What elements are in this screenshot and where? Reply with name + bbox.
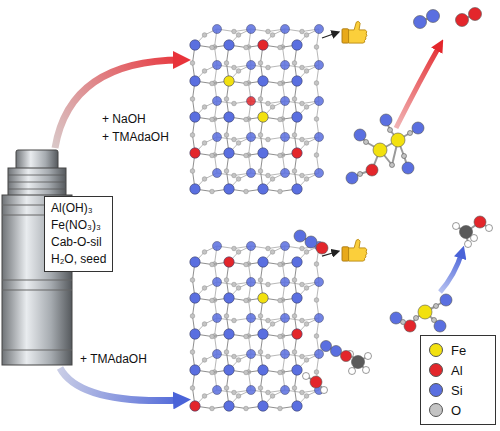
legend-text: Si [451, 383, 463, 398]
legend-text: Fe [451, 343, 466, 358]
legend-text: O [451, 403, 461, 418]
methanol-molecule [453, 216, 493, 248]
reagent-text: Cab-O-sil [51, 234, 106, 251]
legend-swatch [429, 403, 443, 417]
legend-swatch [429, 363, 443, 377]
n2-molecule [414, 10, 440, 29]
legend-text: Al [451, 363, 463, 378]
reagent-label: + TMAdaOH [80, 352, 147, 366]
zeolite-framework [190, 242, 324, 412]
zeolite-framework [190, 25, 324, 195]
pointer-arrow [322, 33, 336, 38]
o2-molecule [456, 8, 482, 27]
n2o-molecule [321, 341, 352, 362]
legend-entry: Si [429, 380, 487, 400]
synthesis-arrow [60, 368, 182, 401]
synthesis-arrow [55, 60, 182, 148]
reaction-arrow [440, 252, 462, 292]
thumbs-up-icon [342, 239, 367, 261]
reagent-text: Fe(NO₃)₃ [51, 217, 106, 234]
n2o-molecule [294, 230, 328, 254]
legend-swatch [429, 383, 443, 397]
legend-entry: Fe [429, 340, 487, 360]
active-site [346, 114, 424, 184]
reagent-label: + TMAdaOH [102, 130, 169, 144]
reagent-text: Al(OH)₃ [51, 200, 106, 217]
reagent-text: H₂O, seed [51, 251, 106, 268]
legend-entry: O [429, 400, 487, 420]
legend-swatch [429, 343, 443, 357]
reaction-arrow [396, 45, 440, 128]
reagent-label: + NaOH [102, 112, 146, 126]
active-site [390, 294, 452, 332]
water-molecule [303, 373, 328, 394]
thumbs-up-icon [342, 21, 367, 43]
legend-box: FeAlSiO [420, 335, 496, 425]
reagent-box: Al(OH)₃Fe(NO₃)₃Cab-O-silH₂O, seed [44, 196, 113, 272]
legend-entry: Al [429, 360, 487, 380]
